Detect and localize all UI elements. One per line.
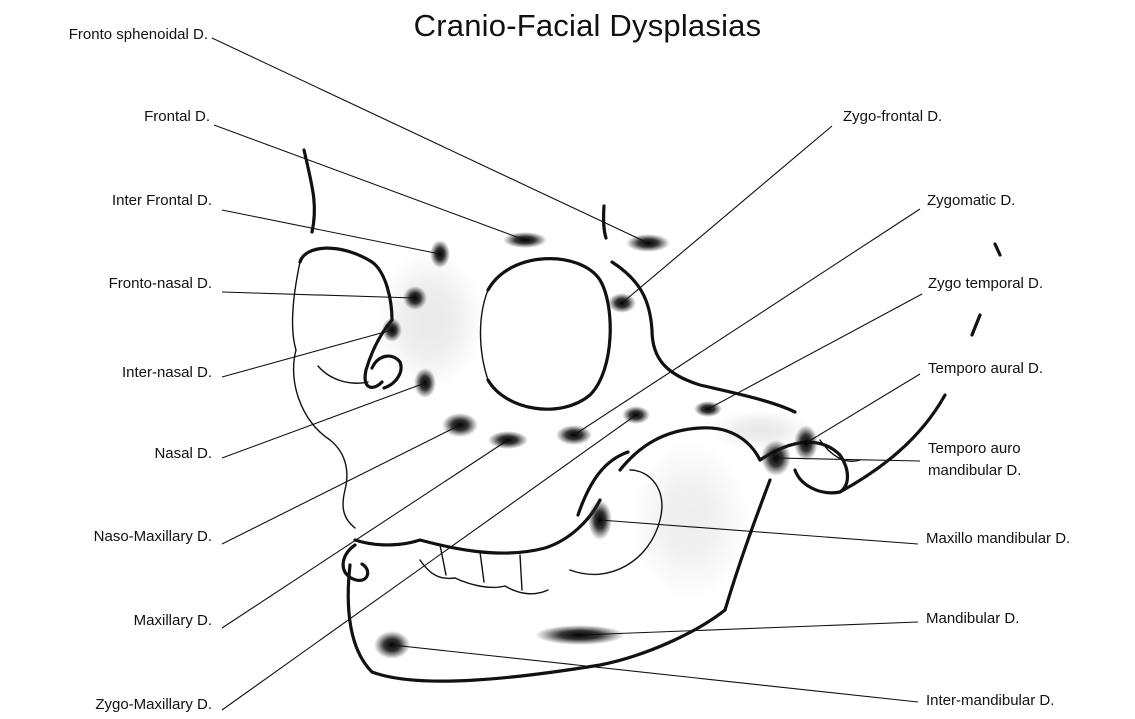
- label-fronto-sphenoidal: Fronto sphenoidal D.: [0, 26, 208, 44]
- label-frontal: Frontal D.: [0, 108, 210, 126]
- label-zygo-temporal: Zygo temporal D.: [928, 275, 1043, 293]
- label-fronto-nasal: Fronto-nasal D.: [0, 275, 212, 293]
- label-mandibular: Mandibular D.: [926, 610, 1019, 628]
- label-temporo-auro-mandibular-line1: Temporo auro: [928, 440, 1021, 458]
- label-zygo-maxillary: Zygo-Maxillary D.: [0, 696, 212, 714]
- label-zygo-frontal: Zygo-frontal D.: [843, 108, 942, 126]
- label-inter-nasal: Inter-nasal D.: [0, 364, 212, 382]
- label-nasal: Nasal D.: [0, 445, 212, 463]
- label-inter-frontal: Inter Frontal D.: [0, 192, 212, 210]
- label-naso-maxillary: Naso-Maxillary D.: [0, 528, 212, 546]
- label-zygomatic: Zygomatic D.: [927, 192, 1015, 210]
- leader-lines: [212, 38, 922, 710]
- label-inter-mandibular: Inter-mandibular D.: [926, 692, 1054, 710]
- label-maxillary: Maxillary D.: [0, 612, 212, 630]
- label-temporo-aural: Temporo aural D.: [928, 360, 1043, 378]
- label-maxillo-mandibular: Maxillo mandibular D.: [926, 530, 1070, 548]
- label-temporo-auro-mandibular-line2: mandibular D.: [928, 462, 1021, 480]
